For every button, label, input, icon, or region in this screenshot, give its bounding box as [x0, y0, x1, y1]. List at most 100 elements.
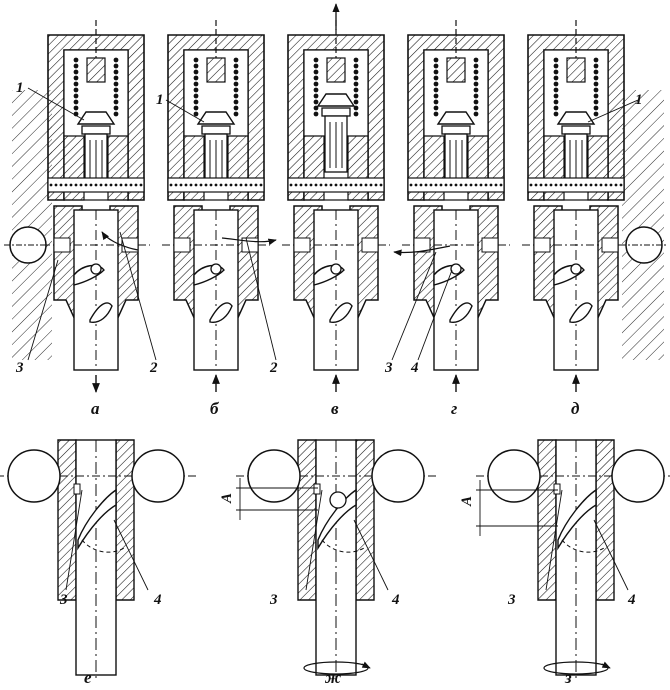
radial-hole [210, 263, 222, 275]
spring-coil [593, 87, 599, 93]
callout-leader [417, 269, 453, 361]
spring-coil [593, 105, 599, 111]
washer-dot [429, 183, 433, 187]
washer-dot [234, 183, 238, 187]
helix-groove-lower [89, 302, 113, 323]
callout-leader [113, 519, 149, 591]
callout-zh-3: 3 [269, 592, 278, 608]
washer-dot [304, 183, 308, 187]
washer-dot [564, 183, 568, 187]
washer-dot [49, 183, 53, 187]
spring-coil [73, 75, 79, 81]
washer-dot [249, 183, 253, 187]
spill-port [313, 483, 321, 495]
washer-dot [534, 183, 538, 187]
washer-dot [579, 183, 583, 187]
spring-coil [433, 81, 439, 87]
spring-stop [446, 57, 466, 83]
washer-dot [334, 183, 338, 187]
ball-right [611, 449, 665, 503]
spring-coil [313, 69, 319, 75]
spring-coil [353, 99, 359, 105]
callout-g-4: 4 [410, 360, 419, 376]
delivery-valve-cone [436, 111, 476, 125]
inlet-port [413, 237, 431, 253]
ball-right [131, 449, 185, 503]
callout-leader [587, 99, 639, 123]
sleeve-right [115, 439, 135, 601]
washer-dot [494, 183, 498, 187]
spring-coil [553, 87, 559, 93]
helix-groove-lower [449, 302, 473, 323]
helix-groove-lower [209, 302, 233, 323]
detail-3 [476, 439, 670, 680]
washer-dot [64, 183, 68, 187]
washer-dot [459, 183, 463, 187]
washer-dot [369, 183, 373, 187]
washer-dot [209, 183, 213, 187]
washer-dot [574, 183, 578, 187]
washer-dot [244, 183, 248, 187]
washer-dot [214, 183, 218, 187]
washer-dot [549, 183, 553, 187]
helix-groove-lower [329, 302, 353, 323]
washer-dot [344, 183, 348, 187]
delivery-valve-cone [556, 111, 596, 125]
washer-dot [204, 183, 208, 187]
spring-coil [113, 111, 119, 117]
callout-leader [27, 259, 59, 361]
valve-collar [561, 125, 591, 135]
radial-hole [90, 263, 102, 275]
spring-coil [593, 81, 599, 87]
washer-dot [239, 183, 243, 187]
spring-coil [113, 87, 119, 93]
callout-zh-4: 4 [391, 592, 400, 608]
spring-coil [113, 75, 119, 81]
detail-1 [0, 439, 196, 680]
spring-coil [73, 105, 79, 111]
rotation-arrowhead [601, 661, 611, 669]
bypass-port [601, 237, 619, 253]
hidden-edge [321, 539, 365, 553]
washer-dot [479, 183, 483, 187]
callout-b-1: 1 [156, 92, 164, 108]
spring-coil [353, 75, 359, 81]
washer-dot [619, 183, 623, 187]
washer-dot [419, 183, 423, 187]
spring-coil [193, 69, 199, 75]
spring-coil [433, 69, 439, 75]
delivery-valve-cone [196, 111, 236, 125]
washer-dot [179, 183, 183, 187]
spring-coil [593, 75, 599, 81]
callout-leader [245, 237, 277, 361]
bypass-port [361, 237, 379, 253]
washer-dot [229, 183, 233, 187]
washer-dot [309, 183, 313, 187]
helix-groove [557, 488, 597, 551]
pump-unit-2 [162, 20, 277, 392]
spring-coil [233, 111, 239, 117]
washer-dot [529, 183, 533, 187]
spring-coil [433, 99, 439, 105]
sleeve-left [57, 439, 77, 601]
spring-coil [553, 81, 559, 87]
spring-coil [233, 75, 239, 81]
caption-a: а [91, 399, 100, 418]
spring-coil [593, 69, 599, 75]
washer-dot [194, 183, 198, 187]
callout-leader [65, 489, 83, 591]
callout-g-3: 3 [384, 360, 393, 376]
spring-coil [193, 111, 199, 117]
washer-dot [329, 183, 333, 187]
ball-left [487, 449, 541, 503]
washer-dot [489, 183, 493, 187]
spring-coil [353, 81, 359, 87]
spring-stop [566, 57, 586, 83]
spring-coil [473, 87, 479, 93]
fuel-flow-arrow [101, 231, 139, 251]
spring-coil [313, 57, 319, 63]
spring-coil [553, 63, 559, 69]
spring-coil [73, 87, 79, 93]
spring-coil [593, 111, 599, 117]
spring-coil [313, 99, 319, 105]
